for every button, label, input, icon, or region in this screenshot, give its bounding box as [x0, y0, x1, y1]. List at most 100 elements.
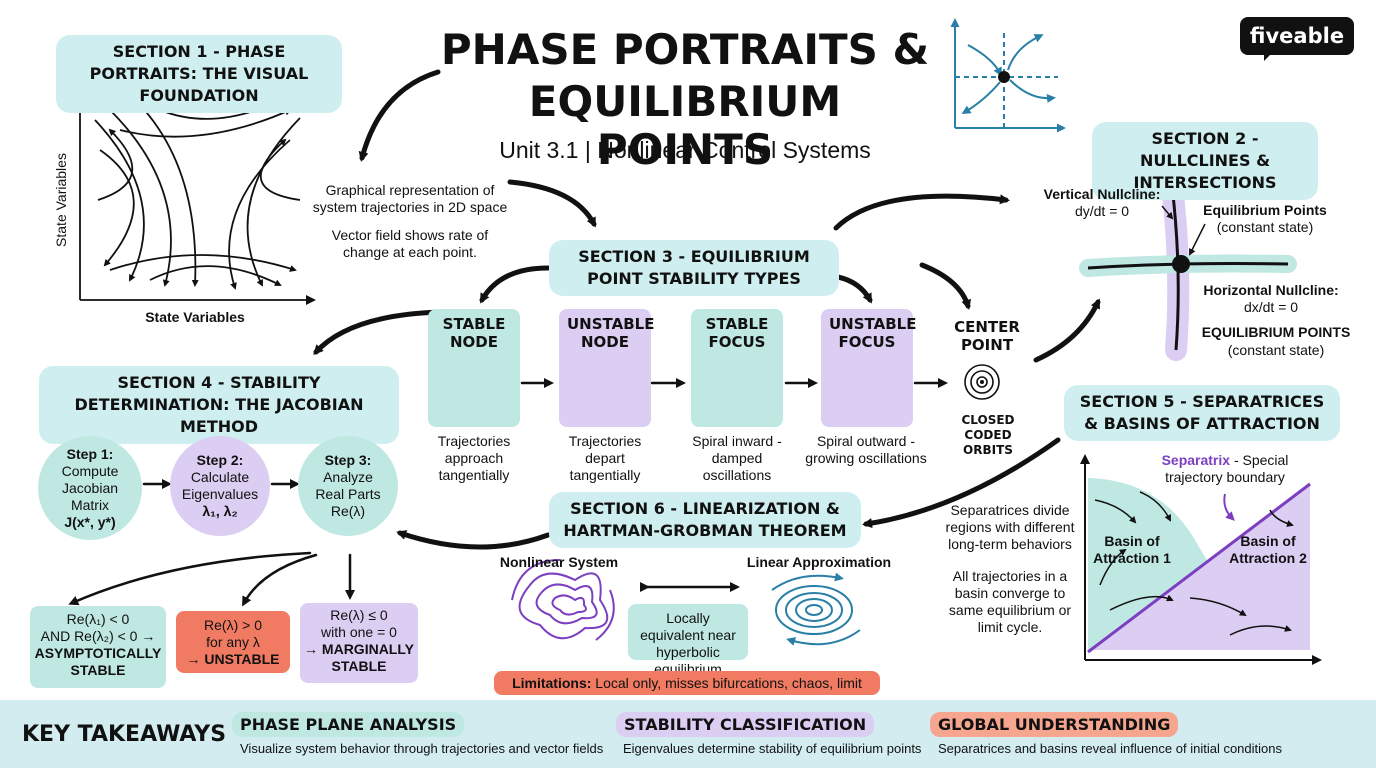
- section4-header-text: SECTION 4 - STABILITY DETERMINATION: THE…: [74, 373, 364, 436]
- outcome-unstable: Re(λ) > 0 for any λ → UNSTABLE: [176, 611, 290, 673]
- takeaway1-title: PHASE PLANE ANALYSIS: [232, 712, 465, 737]
- basin1-line2: Attraction 1: [1093, 550, 1171, 566]
- section5-desc2: All trajectories in a basin converge to …: [948, 568, 1072, 635]
- step3-line3: Re(λ): [330, 503, 366, 519]
- nullcline-graphic: [1079, 175, 1297, 361]
- section1-y-axis-label: State Variables: [53, 153, 69, 247]
- section4-header: SECTION 4 - STABILITY DETERMINATION: THE…: [39, 366, 399, 444]
- locally-equivalent-text: Locally equivalent near hyperbolic equil…: [640, 610, 736, 677]
- step2-line2: Eigenvalues: [181, 486, 259, 502]
- stable-focus-title: STABLE FOCUS: [705, 315, 769, 351]
- stable-focus-card: STABLE FOCUS: [691, 309, 783, 427]
- equilibrium-dot-icon: [998, 71, 1010, 83]
- equilibrium-points-caps-sub: (constant state): [1227, 342, 1325, 358]
- stable-node-card: STABLE NODE: [428, 309, 520, 427]
- outcome2-line2: for any λ: [206, 634, 260, 650]
- separatrix-label: Separatrix - Special: [1150, 452, 1300, 469]
- step3-line2: Real Parts: [315, 486, 381, 502]
- logo-tail: [1264, 53, 1272, 61]
- stable-node-desc: Trajectories approach tangentially: [437, 433, 511, 483]
- section2-header-text: SECTION 2 - NULLCLINES & INTERSECTIONS: [1133, 129, 1277, 192]
- outcome3-line2: with one = 0: [321, 624, 397, 640]
- flow-arrows: [313, 69, 1101, 550]
- stable-node-title: STABLE NODE: [442, 315, 506, 351]
- separatrix-line2: trajectory boundary: [1165, 469, 1285, 485]
- step3-circle: Step 3: Analyze Real Parts Re(λ): [298, 436, 398, 536]
- section6-header-text: SECTION 6 - LINEARIZATION & HARTMAN-GROB…: [563, 499, 847, 540]
- section5-desc1: Separatrices divide regions with differe…: [945, 502, 1075, 552]
- key-takeaways-bar: KEY TAKEAWAYS PHASE PLANE ANALYSIS Visua…: [0, 700, 1376, 768]
- horizontal-nullcline-label: Horizontal Nullcline:: [1203, 282, 1339, 298]
- key-takeaways-label: KEY TAKEAWAYS: [22, 722, 227, 747]
- vertical-nullcline-eq: dy/dt = 0: [1074, 203, 1130, 219]
- center-point-dot: [980, 380, 984, 384]
- vertical-nullcline-label: Vertical Nullcline:: [1043, 186, 1161, 202]
- linear-approximation-icon: [771, 572, 861, 646]
- section6-header: SECTION 6 - LINEARIZATION & HARTMAN-GROB…: [549, 492, 861, 548]
- takeaway3-title: GLOBAL UNDERSTANDING: [930, 712, 1179, 737]
- fiveable-logo: fiveable: [1240, 17, 1354, 55]
- section1-desc1: Graphical representation of system traje…: [312, 182, 508, 215]
- step-arrows: [68, 378, 948, 607]
- locally-equivalent-box: Locally equivalent near hyperbolic equil…: [628, 604, 748, 677]
- fiveable-logo-text: fiveable: [1249, 24, 1345, 48]
- step2-line3: λ₁, λ₂: [202, 503, 238, 519]
- subtitle: Unit 3.1 | Nonlinear Control Systems: [499, 137, 871, 163]
- linear-approximation-label: Linear Approximation: [746, 554, 892, 570]
- section5-header: SECTION 5 - SEPARATRICES & BASINS OF ATT…: [1064, 385, 1340, 441]
- unstable-focus-title: UNSTABLE FOCUS: [829, 315, 917, 351]
- limitations-banner: Limitations: Local only, misses bifurcat…: [494, 671, 880, 715]
- phase-portrait-saddle-icon: [75, 91, 316, 305]
- stable-focus-desc: Spiral inward - damped oscillations: [692, 433, 782, 483]
- equilibrium-points-label: Equilibrium Points: [1203, 202, 1327, 218]
- section1-desc2: Vector field shows rate of change at eac…: [331, 227, 489, 260]
- takeaway1-desc: Visualize system behavior through trajec…: [240, 741, 604, 756]
- basin2-label: Basin of Attraction 2: [1226, 533, 1310, 567]
- takeaway2-title: STABILITY CLASSIFICATION: [616, 712, 875, 737]
- outcome-marginally-stable: Re(λ) ≤ 0 with one = 0 → MARGINALLY STAB…: [300, 603, 418, 683]
- main-title-line2: EQUILIBRIUM POINTS: [528, 77, 842, 174]
- step1-line1: Compute: [61, 462, 119, 479]
- outcome3-line4: STABLE: [331, 658, 387, 674]
- basins-graphic: [1080, 454, 1322, 665]
- unstable-focus-card: UNSTABLE FOCUS: [821, 309, 917, 427]
- step3-title: Step 3:: [324, 452, 372, 468]
- nonlinear-system-icon: [511, 559, 615, 641]
- unstable-node-desc: Trajectories depart tangentially: [568, 433, 642, 483]
- separatrix-rest: - Special: [1230, 452, 1289, 468]
- basin2-line2: Attraction 2: [1229, 550, 1307, 566]
- step1-title: Step 1:: [66, 445, 114, 462]
- outcome-asymptotically-stable: Re(λ₁) < 0 AND Re(λ₂) < 0 → ASYMPTOTICAL…: [30, 606, 166, 688]
- equilibrium-points-sub: (constant state): [1216, 219, 1314, 235]
- section3-header-text: SECTION 3 - EQUILIBRIUM POINT STABILITY …: [578, 247, 810, 288]
- section5-header-text: SECTION 5 - SEPARATRICES & BASINS OF ATT…: [1079, 392, 1325, 433]
- center-point-orbits-icon: [964, 364, 1000, 400]
- equilibrium-points-caps: EQUILIBRIUM POINTS: [1201, 324, 1351, 340]
- step1-circle: Step 1: Compute Jacobian Matrix J(x*, y*…: [38, 436, 142, 540]
- outcome1-line2: AND Re(λ₂) < 0 →: [40, 628, 156, 644]
- nonlinear-system-label: Nonlinear System: [499, 554, 619, 570]
- separatrix-term: Separatrix: [1161, 452, 1231, 468]
- outcome1-line4: STABLE: [70, 662, 126, 678]
- basin1-label: Basin of Attraction 1: [1090, 533, 1174, 567]
- section1-x-axis-label: State Variables: [145, 309, 245, 325]
- step1-line4: J(x*, y*): [64, 513, 116, 530]
- unstable-focus-desc: Spiral outward - growing oscillations: [805, 433, 927, 466]
- center-point-title: CENTER POINT: [954, 318, 1020, 354]
- takeaway2-desc: Eigenvalues determine stability of equil…: [623, 741, 922, 756]
- outcome3-line1: Re(λ) ≤ 0: [330, 607, 388, 623]
- horizontal-nullcline-eq: dx/dt = 0: [1243, 299, 1299, 315]
- section3-header: SECTION 3 - EQUILIBRIUM POINT STABILITY …: [549, 240, 839, 296]
- main-title-line1: PHASE PORTRAITS &: [440, 25, 930, 74]
- step2-title: Step 2:: [196, 452, 244, 468]
- step1-line3: Matrix: [70, 496, 110, 513]
- basin1-line1: Basin of: [1104, 533, 1160, 549]
- section2-header: SECTION 2 - NULLCLINES & INTERSECTIONS: [1092, 122, 1318, 200]
- step2-circle: Step 2: Calculate Eigenvalues λ₁, λ₂: [170, 436, 270, 536]
- step1-line2: Jacobian: [61, 479, 119, 496]
- outcome1-line3: ASYMPTOTICALLY: [34, 645, 162, 661]
- center-point-desc: CLOSED CODED ORBITS: [961, 413, 1015, 457]
- section1-header: SECTION 1 - PHASE PORTRAITS: THE VISUAL …: [56, 35, 342, 113]
- basin2-line1: Basin of: [1240, 533, 1296, 549]
